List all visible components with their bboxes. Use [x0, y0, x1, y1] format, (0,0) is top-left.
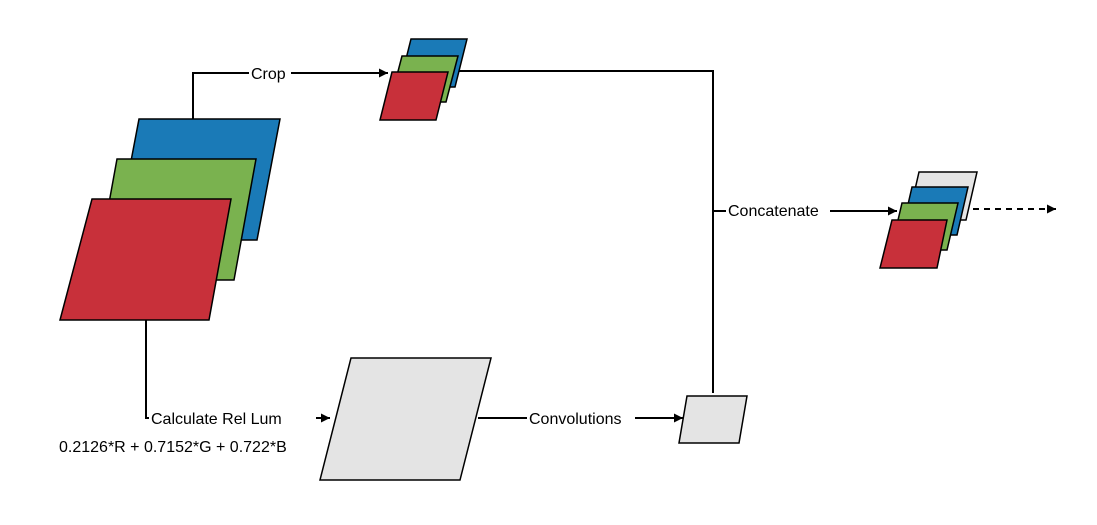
edge-input-to-relum: [145, 320, 330, 423]
edge-crop-to-concat: [452, 70, 714, 211]
luminance-formula: 0.2126*R + 0.7152*G + 0.722*B: [59, 439, 287, 456]
cropped-rgb-stack: [379, 38, 468, 121]
edge-input-to-crop: [192, 68, 388, 119]
luminance-image: [319, 357, 492, 481]
conv-output-image: [678, 395, 748, 444]
edge-conv-to-concat: [712, 206, 897, 393]
calculate-rel-lum-label: Calculate Rel Lum: [151, 411, 282, 428]
input-red-channel: [59, 198, 232, 321]
concat-output-stack: [879, 171, 978, 269]
crop-red-channel: [379, 71, 449, 121]
crop-label: Crop: [251, 66, 286, 83]
output-red-channel: [879, 219, 948, 269]
convolutions-label: Convolutions: [529, 411, 622, 428]
concatenate-label: Concatenate: [728, 203, 819, 220]
input-rgb-stack: [59, 118, 281, 321]
